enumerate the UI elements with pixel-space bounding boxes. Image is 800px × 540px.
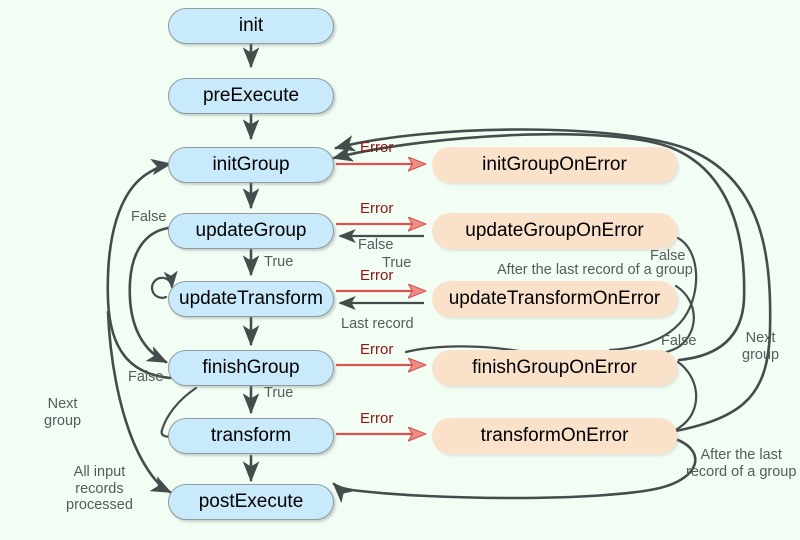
edge-label-false-updateGroupOnError-back: False bbox=[358, 237, 394, 253]
edge-label-all-input-processed: All input records processed bbox=[66, 464, 133, 514]
curve-false-updateGroupOnError-right bbox=[608, 236, 698, 352]
curve-next-group-left-to-postExecute bbox=[106, 310, 172, 494]
node-preExecute-label: preExecute bbox=[202, 85, 300, 106]
node-updateGroupOnError[interactable]: updateGroupOnError bbox=[432, 213, 677, 249]
edge-label-next-group-right: Next group bbox=[742, 330, 780, 363]
node-updateTransformOnError-label: updateTransformOnError bbox=[448, 288, 661, 309]
self-loop-updateTransform bbox=[150, 270, 178, 299]
node-initGroup-label: initGroup bbox=[212, 154, 290, 175]
node-finishGroupOnError[interactable]: finishGroupOnError bbox=[432, 350, 677, 386]
node-init-label: init bbox=[238, 15, 264, 36]
curve-false-rightlower-to-initGroup bbox=[331, 132, 746, 362]
node-finishGroup-label: finishGroup bbox=[202, 357, 300, 378]
edge-label-true-updateGroup: True bbox=[264, 254, 294, 270]
node-preExecute[interactable]: preExecute bbox=[168, 78, 334, 114]
node-updateTransform-label: updateTransform bbox=[179, 288, 323, 309]
edge-label-false-right-lower: False bbox=[661, 333, 697, 349]
node-postExecute-label: postExecute bbox=[198, 491, 304, 512]
edge-label-error-updateTransform: Error bbox=[360, 267, 394, 284]
edge-label-error-initGroup: Error bbox=[360, 139, 394, 156]
node-transformOnError[interactable]: transformOnError bbox=[432, 418, 677, 454]
node-finishGroup[interactable]: finishGroup bbox=[168, 350, 334, 386]
node-transform-label: transform bbox=[210, 425, 292, 446]
node-initGroupOnError-label: initGroupOnError bbox=[482, 154, 627, 175]
edge-label-last-record: Last record bbox=[341, 316, 414, 332]
edge-label-false-updateGroup-left: False bbox=[131, 209, 167, 225]
curve-next-group-to-initGroup bbox=[333, 128, 772, 436]
edge-label-true-updateGroup-right: True bbox=[382, 255, 412, 271]
node-updateTransform[interactable]: updateTransform bbox=[168, 281, 334, 317]
node-initGroupOnError[interactable]: initGroupOnError bbox=[432, 147, 677, 183]
edge-label-error-updateGroup: Error bbox=[360, 200, 394, 217]
edge-label-after-last-record-mid: After the last record of a group bbox=[497, 262, 693, 278]
node-updateTransformOnError[interactable]: updateTransformOnError bbox=[432, 281, 677, 317]
edge-label-false-right-mid: False bbox=[650, 248, 686, 264]
curve-afterlast-transformOnError-to-postExecute bbox=[332, 438, 697, 504]
edge-label-false-finishGroup-left: False bbox=[128, 369, 164, 385]
node-postExecute[interactable]: postExecute bbox=[168, 484, 334, 520]
node-transform[interactable]: transform bbox=[168, 418, 334, 454]
edge-label-error-transform: Error bbox=[360, 410, 394, 427]
curve-false-updateGroup-to-initGroup bbox=[128, 226, 170, 364]
node-transformOnError-label: transformOnError bbox=[480, 425, 629, 446]
node-finishGroupOnError-label: finishGroupOnError bbox=[472, 357, 637, 378]
node-updateGroupOnError-label: updateGroupOnError bbox=[465, 220, 644, 241]
edge-label-true-finishGroup: True bbox=[264, 385, 294, 401]
node-init[interactable]: init bbox=[168, 8, 334, 44]
edge-label-after-last-record-lower: After the last record of a group bbox=[686, 447, 797, 480]
node-initGroup[interactable]: initGroup bbox=[168, 147, 334, 183]
edge-label-next-group-left: Next group bbox=[44, 396, 82, 429]
node-updateGroup-label: updateGroup bbox=[195, 220, 307, 241]
curve-false-finishGroup-to-initGroup bbox=[106, 158, 173, 380]
node-updateGroup[interactable]: updateGroup bbox=[168, 213, 334, 249]
edge-label-error-finishGroup: Error bbox=[360, 341, 394, 358]
